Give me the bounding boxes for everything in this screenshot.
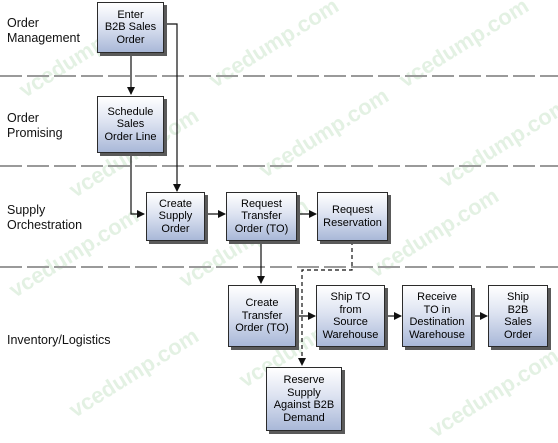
box-request-transfer-order: Request Transfer Order (TO): [226, 192, 297, 241]
box-schedule-sales-order-line: Schedule Sales Order Line: [97, 96, 164, 153]
box-ship-to-from-source: Ship TO from Source Warehouse: [316, 285, 385, 347]
arrow-reservation-to-reserve-supply: [298, 241, 353, 366]
box-ship-b2b-sales-order: Ship B2B Sales Order: [488, 285, 548, 347]
box-receive-to-destination: Receive TO in Destination Warehouse: [402, 285, 472, 347]
box-enter-b2b-sales-order: Enter B2B Sales Order: [97, 2, 164, 53]
lane-label-inventory-logistics: Inventory/Logistics: [7, 333, 111, 347]
arrow-schedule-to-create-supply: [130, 153, 145, 218]
lane-label-order-management: Order Management: [7, 16, 80, 45]
arrow-enter-to-create-supply: [164, 23, 181, 192]
box-reserve-supply-against-b2b-demand: Reserve Supply Against B2B Demand: [266, 367, 342, 431]
box-create-supply-order: Create Supply Order: [146, 192, 205, 241]
lane-label-supply-orchestration: Supply Orchestration: [7, 203, 83, 232]
box-request-reservation: Request Reservation: [317, 192, 388, 241]
box-create-transfer-order: Create Transfer Order (TO): [228, 285, 296, 347]
lane-label-order-promising: Order Promising: [7, 111, 63, 140]
